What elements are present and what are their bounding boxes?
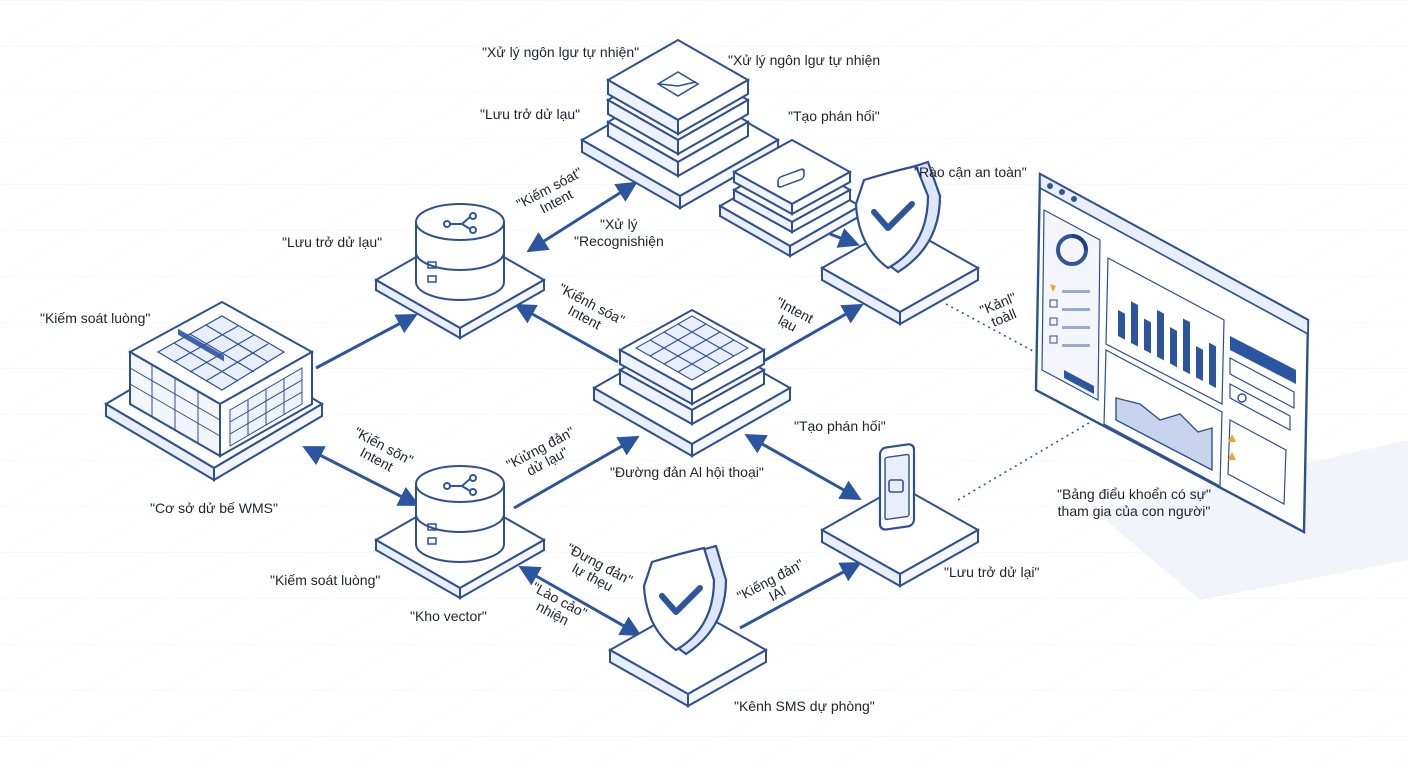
dashboard-bar — [1170, 327, 1177, 368]
label-flow-control-left: "Kiếm soát luòng" — [40, 310, 151, 326]
dotted-connectors — [945, 303, 1095, 501]
connectors — [302, 181, 864, 637]
shield-check-icon — [642, 544, 728, 656]
wms-database-node[interactable] — [104, 300, 324, 482]
label-response-right: "Tạo phán hối" — [794, 418, 886, 434]
edge-vector-to-pipeline — [513, 435, 640, 510]
dashboard-window[interactable] — [1034, 171, 1408, 600]
label-storage-right: "Lưu trở dử lại" — [944, 564, 1040, 580]
ai-pipeline-node[interactable] — [591, 308, 793, 458]
label-flow-control-bottom: "Kiếm soát luòng" — [270, 572, 381, 588]
label-storage-top: "Lưu trở dử lạu" — [480, 106, 581, 122]
label-guardrail: "Rào cận an toàn" — [914, 164, 1027, 180]
shield-check-icon — [854, 160, 942, 274]
label-response-top: "Tạo phán hối" — [788, 108, 880, 124]
mobile-phone-icon — [878, 443, 916, 531]
label-storage-left: "Lưu trở dử lạu" — [282, 234, 383, 250]
dashboard-bar — [1118, 310, 1125, 340]
sms-fallback-node[interactable] — [607, 544, 769, 708]
label-nlp-top-left: "Xử lý ngôn lgư tự nhiện" — [482, 44, 640, 60]
edge-pipeline-to-storage — [514, 303, 619, 364]
label-sms-fallback: "Kênh SMS dự phòng" — [734, 698, 875, 714]
guardrail-node[interactable] — [819, 160, 981, 326]
dashboard-bar — [1157, 309, 1164, 361]
storage-database-node[interactable] — [373, 203, 547, 340]
envelope-icon — [656, 71, 700, 97]
dashboard-bar — [1183, 318, 1190, 375]
dashboard-bar-chart — [1118, 301, 1216, 388]
label-wms-db: "Cơ sở dử bế WMS" — [150, 500, 278, 516]
dashboard-bar — [1144, 318, 1151, 354]
label-dashboard-line1: "Bảng điểu khoển có sự" — [1057, 486, 1211, 502]
edge-wms-to-storage — [315, 314, 418, 370]
label-vector-store: "Kho vector" — [410, 608, 487, 624]
edge-storage-to-nlp — [526, 181, 638, 253]
label-ai-pipeline: "Đường đản Al hội thoại" — [610, 464, 764, 480]
response-generator-node[interactable] — [717, 138, 863, 258]
vector-store-node[interactable] — [373, 465, 547, 600]
nlp-server-stack-node[interactable] — [579, 38, 781, 210]
dashboard-bar — [1131, 301, 1138, 347]
edge-label-process-recognition: "Xử lý"Recognishiện — [574, 216, 664, 249]
label-dashboard-line2: tham gia của con người" — [1057, 503, 1211, 519]
edge-sms-to-phone — [739, 561, 862, 630]
dashboard-bar — [1196, 346, 1203, 382]
label-nlp-top-right: "Xử lý ngôn lgư tự nhiện — [728, 52, 881, 68]
edge-pipeline-to-phone — [744, 433, 862, 501]
database-icon — [443, 474, 477, 496]
edge-wms-to-vector — [302, 446, 420, 506]
edge-pipeline-to-guardrail — [761, 303, 864, 364]
phone-node[interactable] — [819, 443, 981, 588]
edge-response-to-guardrail — [829, 228, 860, 248]
dashboard-bar — [1209, 342, 1216, 388]
edge-vector-to-sms — [518, 565, 642, 637]
database-icon — [443, 212, 477, 234]
